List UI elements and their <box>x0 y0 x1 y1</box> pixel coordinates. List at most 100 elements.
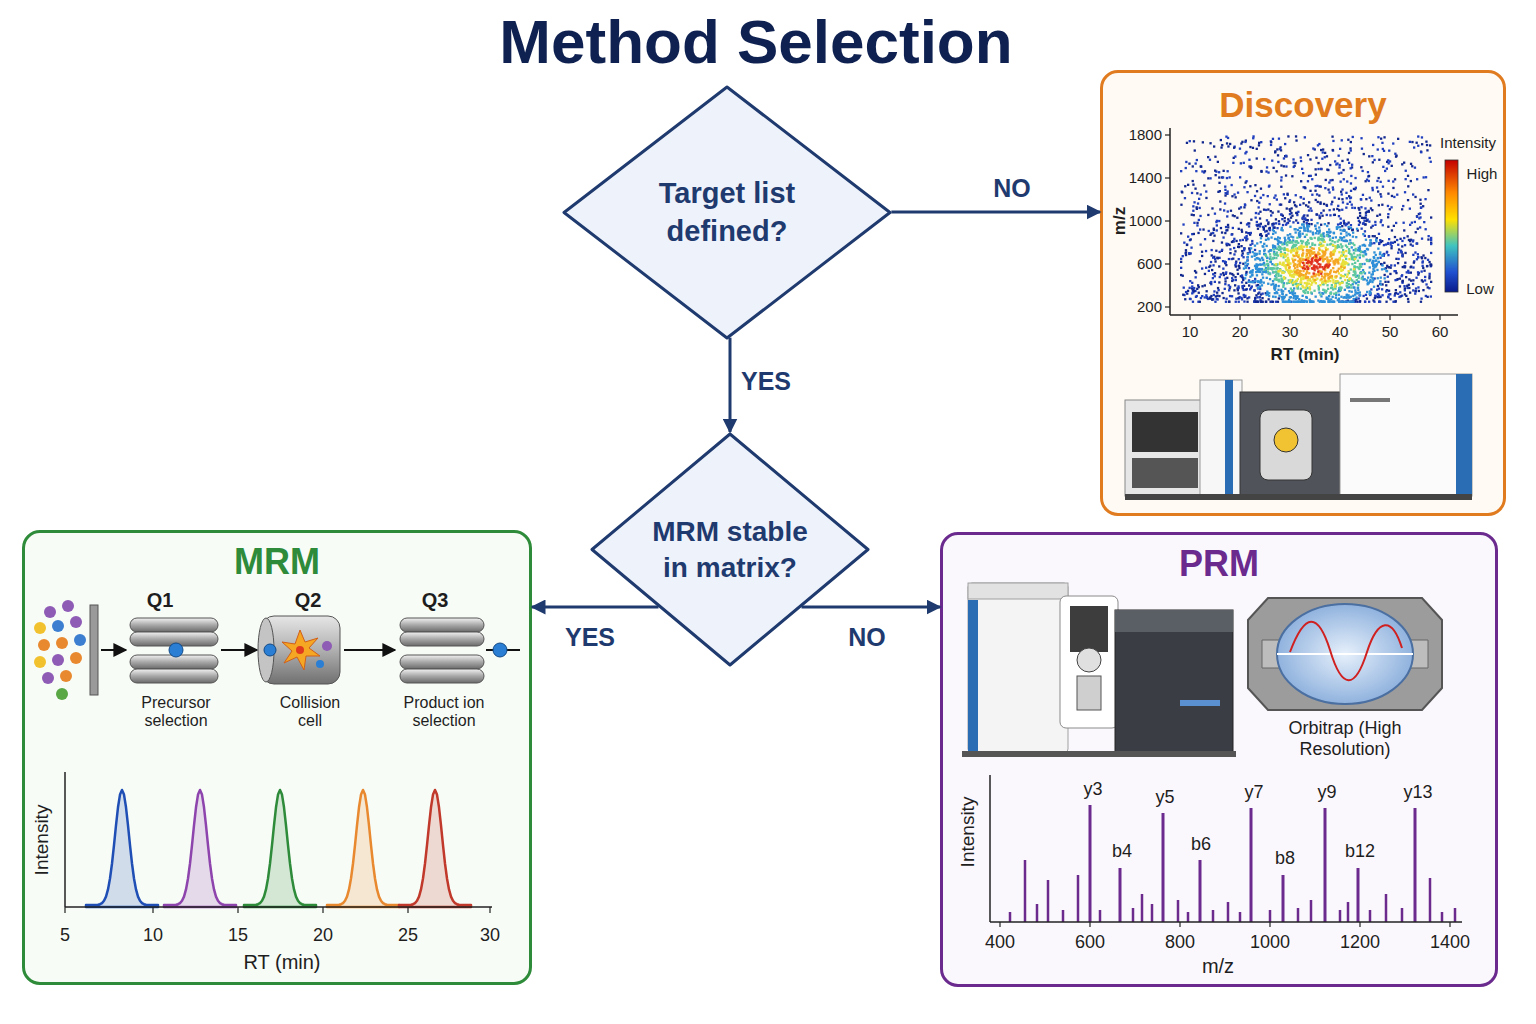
scatter-point <box>1307 219 1309 221</box>
scatter-point <box>1356 279 1358 281</box>
scatter-point <box>1360 198 1362 200</box>
scatter-point <box>1182 275 1184 277</box>
scatter-point <box>1256 157 1258 159</box>
scatter-point <box>1245 267 1247 269</box>
scatter-point <box>1425 141 1427 143</box>
scatter-point <box>1409 141 1411 143</box>
scatter-point <box>1265 234 1267 236</box>
scatter-point <box>1430 264 1432 266</box>
scatter-point <box>1279 148 1281 150</box>
scatter-point <box>1266 277 1268 279</box>
scatter-point <box>1224 232 1226 234</box>
diamond-outline <box>590 432 870 667</box>
scatter-point <box>1268 250 1270 252</box>
scatter-point <box>1371 281 1373 283</box>
scatter-point <box>1359 291 1361 293</box>
scatter-point <box>1211 298 1213 300</box>
scatter-point <box>1224 186 1226 188</box>
scatter-point <box>1341 237 1343 239</box>
scatter-point <box>1261 273 1263 275</box>
scatter-point <box>1401 254 1403 256</box>
scatter-point <box>1180 258 1182 260</box>
scatter-point <box>1281 227 1283 229</box>
scatter-point <box>1310 291 1312 293</box>
scatter-point <box>1304 187 1306 189</box>
scatter-point <box>1264 230 1266 232</box>
scatter-point <box>1377 190 1379 192</box>
scatter-point <box>1258 202 1260 204</box>
scatter-point <box>1288 299 1290 301</box>
scatter-point <box>1359 300 1361 302</box>
scatter-point <box>1309 300 1311 302</box>
scatter-point <box>1333 293 1335 295</box>
scatter-point <box>1427 286 1429 288</box>
scatter-point <box>1252 269 1254 271</box>
scatter-point <box>1265 301 1267 303</box>
scatter-point <box>1273 227 1275 229</box>
scatter-point <box>1380 221 1382 223</box>
scatter-point <box>1268 185 1270 187</box>
scatter-point <box>1270 261 1272 263</box>
scatter-point <box>1238 265 1240 267</box>
scatter-point <box>1330 292 1332 294</box>
scatter-point <box>1272 233 1274 235</box>
scatter-point <box>1274 287 1276 289</box>
scatter-point <box>1358 224 1360 226</box>
scatter-point <box>1224 288 1226 290</box>
scatter-point <box>1306 227 1308 229</box>
scatter-point <box>1208 266 1210 268</box>
scatter-point <box>1189 280 1191 282</box>
decision-diamond: Target list defined? <box>562 85 892 340</box>
scatter-point <box>1338 300 1340 302</box>
scatter-point <box>1285 242 1287 244</box>
scatter-point <box>1417 253 1419 255</box>
scatter-point <box>1254 297 1256 299</box>
scatter-point <box>1274 150 1276 152</box>
scatter-point <box>1326 298 1328 300</box>
scatter-point <box>1248 281 1250 283</box>
scatter-point <box>1214 275 1216 277</box>
scatter-point <box>1205 190 1207 192</box>
scatter-point <box>1280 164 1282 166</box>
scatter-point <box>1227 137 1229 139</box>
scatter-point <box>1363 251 1365 253</box>
scatter-point <box>1214 281 1216 283</box>
panel-heading: MRM <box>25 541 529 582</box>
scatter-point <box>1230 210 1232 212</box>
scatter-point <box>1348 152 1350 154</box>
scatter-point <box>1417 256 1419 258</box>
scatter-point <box>1335 297 1337 299</box>
scatter-point <box>1338 172 1340 174</box>
scatter-point <box>1246 256 1248 258</box>
scatter-point <box>1256 296 1258 298</box>
scatter-point <box>1195 296 1197 298</box>
scatter-point <box>1315 228 1317 230</box>
scatter-point <box>1368 282 1370 284</box>
scatter-point <box>1383 262 1385 264</box>
scatter-point <box>1243 300 1245 302</box>
scatter-point <box>1318 143 1320 145</box>
scatter-point <box>1272 283 1274 285</box>
scatter-point <box>1182 255 1184 257</box>
scatter-point <box>1275 271 1277 273</box>
scatter-point <box>1286 301 1288 303</box>
scatter-point <box>1270 214 1272 216</box>
scatter-point <box>1226 177 1228 179</box>
scatter-point <box>1293 297 1295 299</box>
scatter-point <box>1252 281 1254 283</box>
scatter-point <box>1290 236 1292 238</box>
scatter-point <box>1297 301 1299 303</box>
scatter-point <box>1224 194 1226 196</box>
scatter-point <box>1365 198 1367 200</box>
scatter-point <box>1350 224 1352 226</box>
scatter-point <box>1256 200 1258 202</box>
scatter-point <box>1372 271 1374 273</box>
scatter-point <box>1250 219 1252 221</box>
scatter-point <box>1290 217 1292 219</box>
scatter-point <box>1236 217 1238 219</box>
scatter-point <box>1362 244 1364 246</box>
scatter-point <box>1417 256 1419 258</box>
scatter-point <box>1184 197 1186 199</box>
scatter-point <box>1367 282 1369 284</box>
scatter-point <box>1358 247 1360 249</box>
